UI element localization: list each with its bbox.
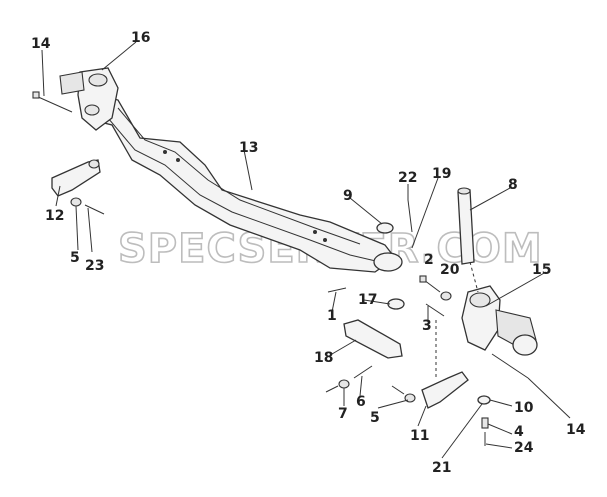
- nut-5-left: [70, 197, 82, 207]
- callout-24: 24: [514, 440, 534, 456]
- leader-lines: [41, 41, 571, 459]
- assembly-line: [469, 261, 479, 293]
- callout-18: 18: [314, 350, 333, 366]
- callout-9: 9: [343, 188, 353, 204]
- nut-7: [338, 379, 350, 389]
- callout-3: 3: [422, 318, 432, 334]
- callout-14-left: 14: [31, 36, 51, 52]
- bolt-3: [425, 303, 445, 317]
- callout-6: 6: [356, 394, 366, 410]
- callout-1: 1: [327, 308, 337, 324]
- steering-knuckle: [461, 285, 538, 356]
- callout-21: 21: [432, 460, 451, 476]
- pin-22: [407, 199, 413, 233]
- callout-13: 13: [239, 140, 258, 156]
- steering-arm-11: [421, 371, 469, 409]
- shim-17: [387, 298, 405, 310]
- callout-22: 22: [398, 170, 417, 186]
- pin-6: [353, 365, 373, 379]
- callout-20: 20: [440, 262, 460, 278]
- right-axle-eye: [373, 252, 403, 272]
- cotter-pin-right: [391, 385, 405, 395]
- callout-5-right: 5: [370, 410, 380, 426]
- pin-23-left: [84, 204, 105, 215]
- callout-16: 16: [131, 30, 150, 46]
- bolt-2: [419, 275, 441, 293]
- bracket-12: [51, 159, 101, 197]
- callout-17: 17: [358, 292, 377, 308]
- washer-10: [477, 395, 491, 405]
- bushing-9: [376, 222, 394, 234]
- left-axle-end: [59, 67, 119, 131]
- callout-14-right: 14: [566, 422, 586, 438]
- callout-2: 2: [424, 252, 434, 268]
- bolt-14-right: [491, 353, 529, 379]
- washer-20: [440, 291, 452, 301]
- cotter-pin-left: [325, 385, 339, 393]
- callout-19: 19: [432, 166, 451, 182]
- pin-4: [481, 417, 489, 429]
- callout-7: 7: [338, 406, 348, 422]
- callout-5-left: 5: [70, 250, 80, 266]
- callout-12: 12: [45, 208, 64, 224]
- bolt-14-left: [32, 91, 73, 113]
- tie-rod-arm-18: [343, 319, 403, 359]
- callout-10: 10: [514, 400, 534, 416]
- bolt-1: [327, 287, 347, 293]
- callout-23: 23: [85, 258, 104, 274]
- callout-11: 11: [410, 428, 429, 444]
- callout-4: 4: [514, 424, 524, 440]
- kingpin-8: [457, 187, 475, 265]
- callout-15: 15: [532, 262, 551, 278]
- callout-8: 8: [508, 177, 518, 193]
